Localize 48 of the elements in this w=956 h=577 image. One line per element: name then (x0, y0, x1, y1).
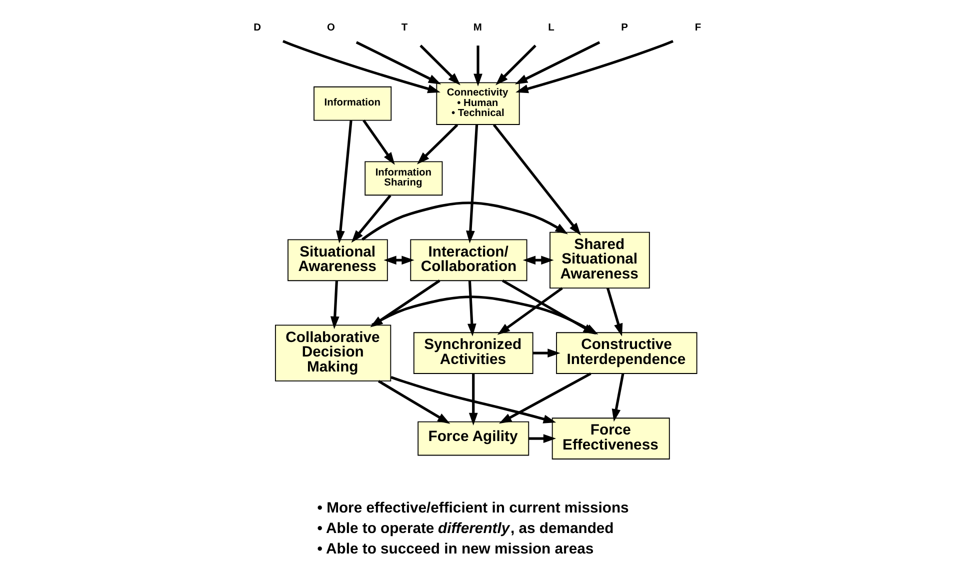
arrow (528, 434, 556, 443)
arrow (492, 124, 581, 236)
arrow (467, 280, 476, 336)
arrow (384, 256, 414, 265)
node-box: Situational Awareness (288, 239, 388, 282)
arrow (516, 40, 674, 94)
arrow (468, 374, 478, 426)
node-text: P (621, 22, 628, 34)
arrow (390, 376, 556, 424)
label: • Able to succeed in new mission areas (317, 542, 594, 558)
node-box: Interaction/ Collaboration (410, 239, 528, 282)
label: • Able to operate differently, as demanded (317, 521, 614, 538)
label: • More effective/efficient in current missions (317, 500, 629, 517)
node-box: Force Effectiveness (552, 418, 670, 460)
node-box: Connectivity • Human • Technical (436, 82, 520, 125)
node-text: L (548, 22, 554, 34)
node-text: D (254, 22, 262, 34)
node-box: Information (314, 86, 392, 121)
node-text: F (694, 22, 702, 34)
node-text: M (473, 22, 482, 34)
node-box: Force Agility (418, 421, 530, 456)
arrow (496, 44, 536, 86)
arrow (532, 348, 560, 358)
node-box: Shared Situational Awareness (550, 232, 650, 288)
arrow (356, 41, 442, 84)
arrow (362, 202, 568, 241)
arrow (497, 287, 563, 335)
arrow (416, 124, 458, 164)
node-text: O (327, 22, 335, 34)
arrow (362, 120, 395, 165)
arrow (330, 280, 340, 330)
arrow (336, 120, 352, 244)
arrow (466, 124, 478, 244)
node-box: Information Sharing (364, 161, 443, 196)
arrow (498, 372, 592, 424)
arrow (514, 41, 600, 84)
node-box: Synchronized Activities (413, 332, 534, 374)
arrow (351, 194, 392, 243)
arrow (378, 380, 450, 424)
arrow (606, 288, 623, 336)
node-text: T (401, 22, 408, 34)
arrow (612, 374, 624, 422)
arrow (522, 256, 554, 265)
arrow (282, 40, 440, 94)
node-box: Constructive Interdependence (556, 332, 698, 374)
arrow (420, 44, 460, 86)
arrow (474, 46, 482, 86)
node-box: Collaborative Decision Making (275, 324, 392, 382)
